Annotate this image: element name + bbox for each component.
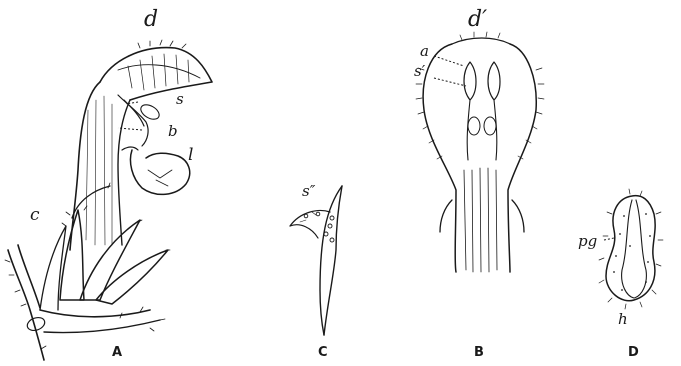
label-d-prime: d′ <box>468 7 487 32</box>
caption-d: D <box>628 345 639 360</box>
label-pg: pg <box>578 232 597 250</box>
figure-a-flower <box>5 40 212 360</box>
label-d: d <box>144 7 158 32</box>
caption-a: A <box>112 345 122 360</box>
figure-c-stamen <box>290 186 342 335</box>
label-s-prime: s′ <box>414 62 426 80</box>
caption-c: C <box>318 345 328 360</box>
figure-b-section <box>416 32 544 272</box>
label-s-double-prime: s″ <box>302 182 316 200</box>
label-c: c <box>30 205 40 225</box>
label-s: s <box>176 90 184 108</box>
label-b: b <box>168 122 178 140</box>
label-h: h <box>618 310 628 328</box>
label-l: l <box>188 145 193 165</box>
label-a: a <box>420 42 429 60</box>
caption-b: B <box>474 345 484 360</box>
figure-d-ovary <box>599 189 663 309</box>
